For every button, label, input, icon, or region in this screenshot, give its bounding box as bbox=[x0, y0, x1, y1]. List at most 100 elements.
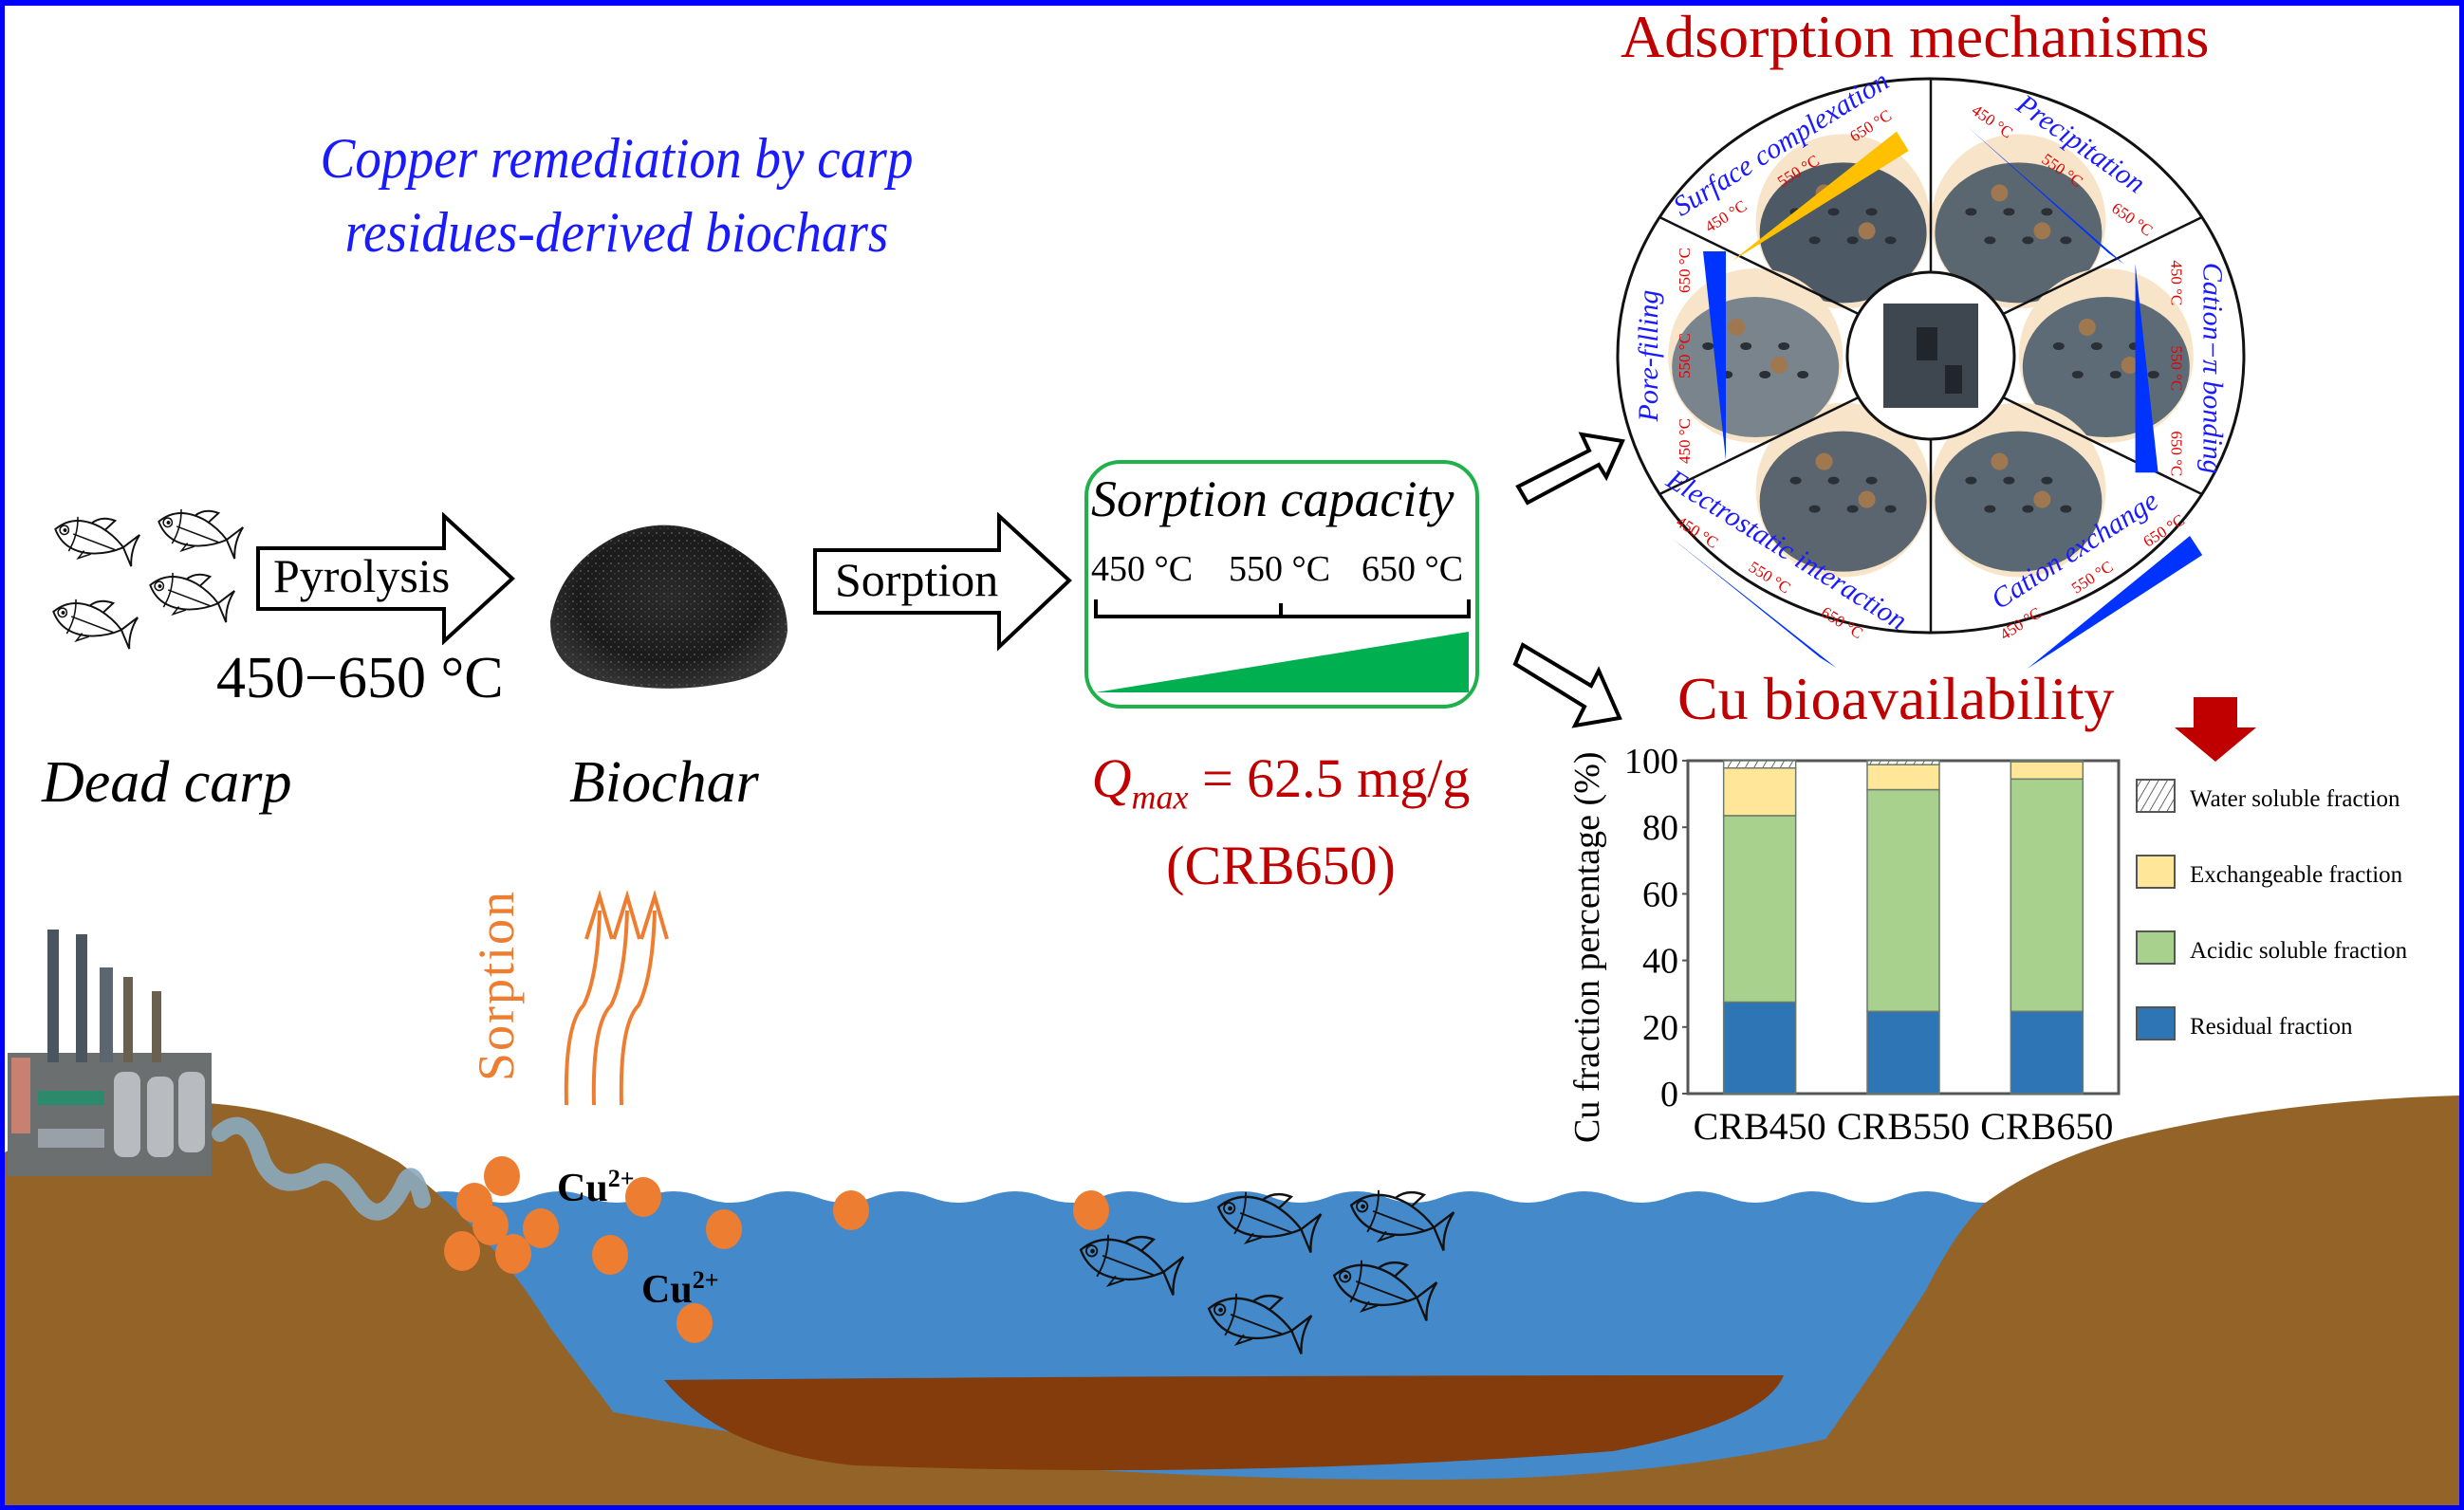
bioavailability-title: Cu bioavailability bbox=[1677, 665, 2115, 732]
legend-swatch bbox=[2136, 779, 2176, 813]
wheel-divider bbox=[1658, 215, 1860, 316]
biochar-pile-image bbox=[550, 525, 787, 689]
bar-segment bbox=[2010, 760, 2084, 763]
capacity-increase-wedge bbox=[1096, 632, 1469, 692]
cu-fraction-chart: Cu fraction percentage (%) 020406080100 … bbox=[1567, 742, 2408, 1148]
adsorption-mechanisms-title: Adsorption mechanisms bbox=[1621, 3, 2210, 70]
pyrolysis-temperature: 450−650 °C bbox=[216, 646, 504, 710]
main-title: Copper remediation by carp residues-deri… bbox=[285, 121, 948, 269]
legend-swatch bbox=[2136, 1006, 2176, 1040]
mechanism-label: Cation−π bonding bbox=[2197, 263, 2229, 474]
cu-ion-dot bbox=[676, 1303, 713, 1343]
fish-icon bbox=[1079, 1234, 1185, 1296]
cu-ion-dot bbox=[833, 1190, 869, 1230]
bar-segment bbox=[1722, 760, 1797, 769]
capacity-scale bbox=[1094, 599, 1471, 692]
bar-segment bbox=[1722, 766, 1797, 817]
capacity-axis bbox=[1094, 599, 1471, 618]
mechanism-temp: 450 °C bbox=[1676, 418, 1694, 464]
cu-ion-dot bbox=[625, 1177, 661, 1217]
ion-symbol: Cu bbox=[641, 1268, 693, 1312]
arrow-to-bioavailability bbox=[1512, 642, 1622, 728]
qmax-value: Qmax = 62.5 mg/g (CRB650) bbox=[1039, 745, 1523, 900]
cu-ion-dot bbox=[484, 1156, 520, 1196]
cu-ion-dot bbox=[495, 1234, 531, 1274]
qmax-sample: (CRB650) bbox=[1166, 834, 1396, 896]
fish-icon bbox=[1349, 1189, 1455, 1251]
effluent-stream bbox=[212, 1116, 431, 1221]
qmax-number: = 62.5 mg/g bbox=[1201, 747, 1471, 809]
main-title-line-1: Copper remediation by carp bbox=[320, 127, 914, 190]
mechanism-temp: 650 °C bbox=[2168, 431, 2186, 476]
bar-segment bbox=[1722, 1001, 1797, 1095]
legend-label: Exchangeable fraction bbox=[2190, 862, 2403, 888]
fish-icon bbox=[1332, 1260, 1438, 1321]
x-tick-label: CRB550 bbox=[1837, 1105, 1970, 1148]
cu-ion-dot bbox=[472, 1206, 509, 1245]
cu-ion-dot bbox=[444, 1231, 480, 1271]
bar-segment bbox=[1866, 788, 1940, 1013]
wheel-divider bbox=[2002, 396, 2203, 496]
mechanism-trend: 450 °C 550 °C 650 °C bbox=[1676, 248, 1726, 464]
wheel-divider bbox=[2002, 215, 2203, 316]
bar-segment bbox=[1866, 760, 1940, 765]
right-hill bbox=[1774, 1096, 2459, 1510]
y-tick-label: 80 bbox=[1642, 808, 1678, 848]
trend-wedge bbox=[2027, 536, 2203, 669]
y-tick-label: 100 bbox=[1624, 742, 1678, 782]
dead-carp-label: Dead carp bbox=[42, 750, 292, 815]
down-arrow-icon bbox=[2175, 697, 2256, 762]
legend-label: Acidic soluble fraction bbox=[2190, 938, 2408, 964]
dead-carp-icon bbox=[52, 508, 244, 650]
mechanism-illustration bbox=[1755, 402, 1931, 578]
sorption-arrow-3 bbox=[619, 910, 657, 1106]
x-tick-label: CRB450 bbox=[1694, 1105, 1826, 1148]
capacity-temp-450: 450 °C bbox=[1091, 549, 1194, 589]
bar-segment bbox=[2010, 1010, 2084, 1095]
legend-swatch bbox=[2136, 855, 2176, 889]
y-axis-label: Cu fraction percentage (%) bbox=[1567, 751, 1607, 1143]
mechanism-label: Pore-filling bbox=[1633, 290, 1664, 423]
sorption-process-arrow bbox=[813, 512, 1072, 652]
cu-ion-dot bbox=[592, 1235, 628, 1275]
pyrolysis-label: Pyrolysis bbox=[273, 549, 451, 602]
ion-charge: 2+ bbox=[692, 1266, 719, 1294]
copper-ions bbox=[444, 1156, 1109, 1343]
trend-wedge bbox=[1732, 131, 1909, 262]
sediment-layer bbox=[664, 1375, 1784, 1470]
sorption-arrow-1 bbox=[564, 910, 602, 1106]
bar-segment bbox=[2010, 778, 2084, 1013]
main-title-line-2: residues-derived biochars bbox=[344, 201, 889, 264]
fish-icon bbox=[1207, 1293, 1313, 1354]
legend-swatch bbox=[2136, 930, 2176, 965]
cu-ion-label-2: Cu2+ bbox=[641, 1266, 719, 1313]
trend-wedge bbox=[2135, 264, 2158, 473]
sorption-capacity-box bbox=[1084, 460, 1479, 709]
qmax-symbol: Q bbox=[1091, 747, 1132, 809]
trend-wedge bbox=[1703, 251, 1726, 460]
fish-icon bbox=[157, 508, 244, 560]
left-hill bbox=[5, 1102, 664, 1510]
y-tick-label: 0 bbox=[1660, 1075, 1678, 1114]
sorption-arrow-label: Sorption bbox=[835, 553, 999, 606]
mechanism-temp: 550 °C bbox=[1676, 333, 1694, 378]
cu-ion-dot bbox=[706, 1209, 742, 1249]
mechanism-temp: 650 °C bbox=[1676, 248, 1694, 293]
cu-ion-dot bbox=[523, 1208, 559, 1248]
sorption-arrows bbox=[564, 890, 669, 1106]
y-tick-label: 40 bbox=[1642, 942, 1678, 982]
y-tick-label: 20 bbox=[1642, 1008, 1678, 1048]
factory-icon bbox=[8, 930, 212, 1176]
mechanism-illustration bbox=[1931, 402, 2106, 578]
wheel-divider bbox=[1658, 396, 1860, 496]
fish-icon bbox=[52, 598, 139, 650]
pyrolysis-arrow bbox=[256, 512, 515, 645]
mechanism-temp: 550 °C bbox=[2168, 345, 2186, 391]
fish-icon bbox=[149, 572, 235, 623]
capacity-temp-550: 550 °C bbox=[1229, 549, 1331, 589]
bar-segment bbox=[1722, 815, 1797, 1004]
